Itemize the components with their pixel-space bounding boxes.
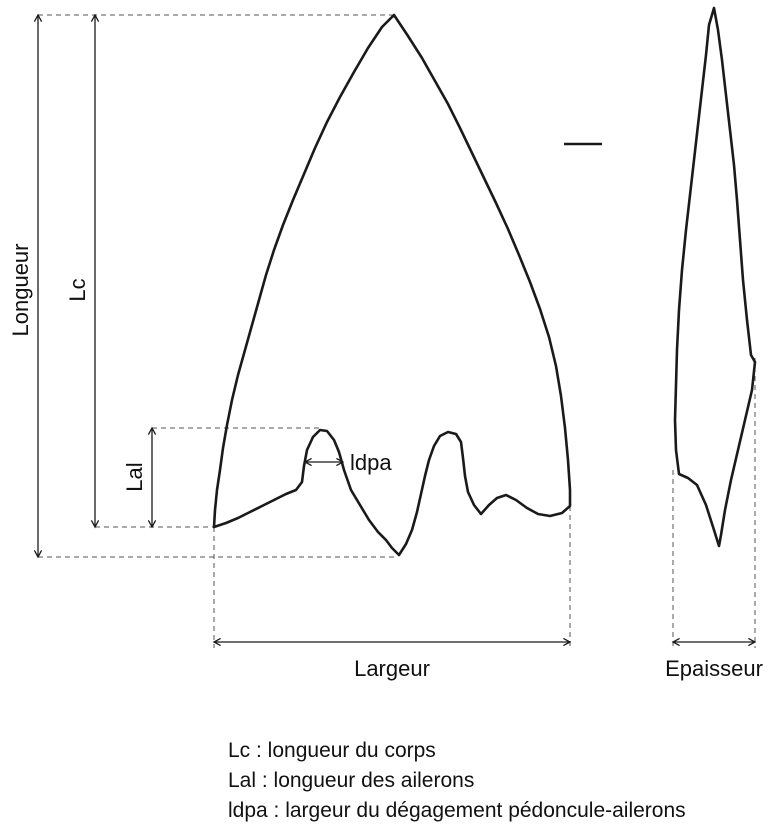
legend: Lc : longueur du corps Lal : longueur de… (228, 736, 686, 826)
legend-item-lc: Lc : longueur du corps (228, 739, 436, 762)
ldpa-dimension-arrow (303, 457, 345, 467)
epaisseur-label: Epaisseur (665, 656, 763, 681)
arrowhead-side-outline (673, 6, 757, 548)
ldpa-label: ldpa (350, 450, 392, 475)
lc-label: Lc (65, 278, 90, 301)
longueur-label: Longueur (8, 244, 33, 337)
reference-lines (38, 14, 756, 648)
largeur-dimension-arrow (212, 637, 572, 647)
longueur-dimension-arrow (33, 13, 43, 559)
arrowhead-front-outline (212, 13, 572, 557)
largeur-label: Largeur (354, 656, 430, 681)
epaisseur-dimension-arrow (671, 637, 757, 647)
lc-dimension-arrow (90, 13, 100, 529)
lal-dimension-arrow (147, 426, 157, 529)
legend-item-lal: Lal : longueur des ailerons (228, 769, 475, 792)
legend-item-ldpa: ldpa : largeur du dégagement pédoncule-a… (228, 799, 686, 822)
lal-label: Lal (122, 462, 147, 491)
